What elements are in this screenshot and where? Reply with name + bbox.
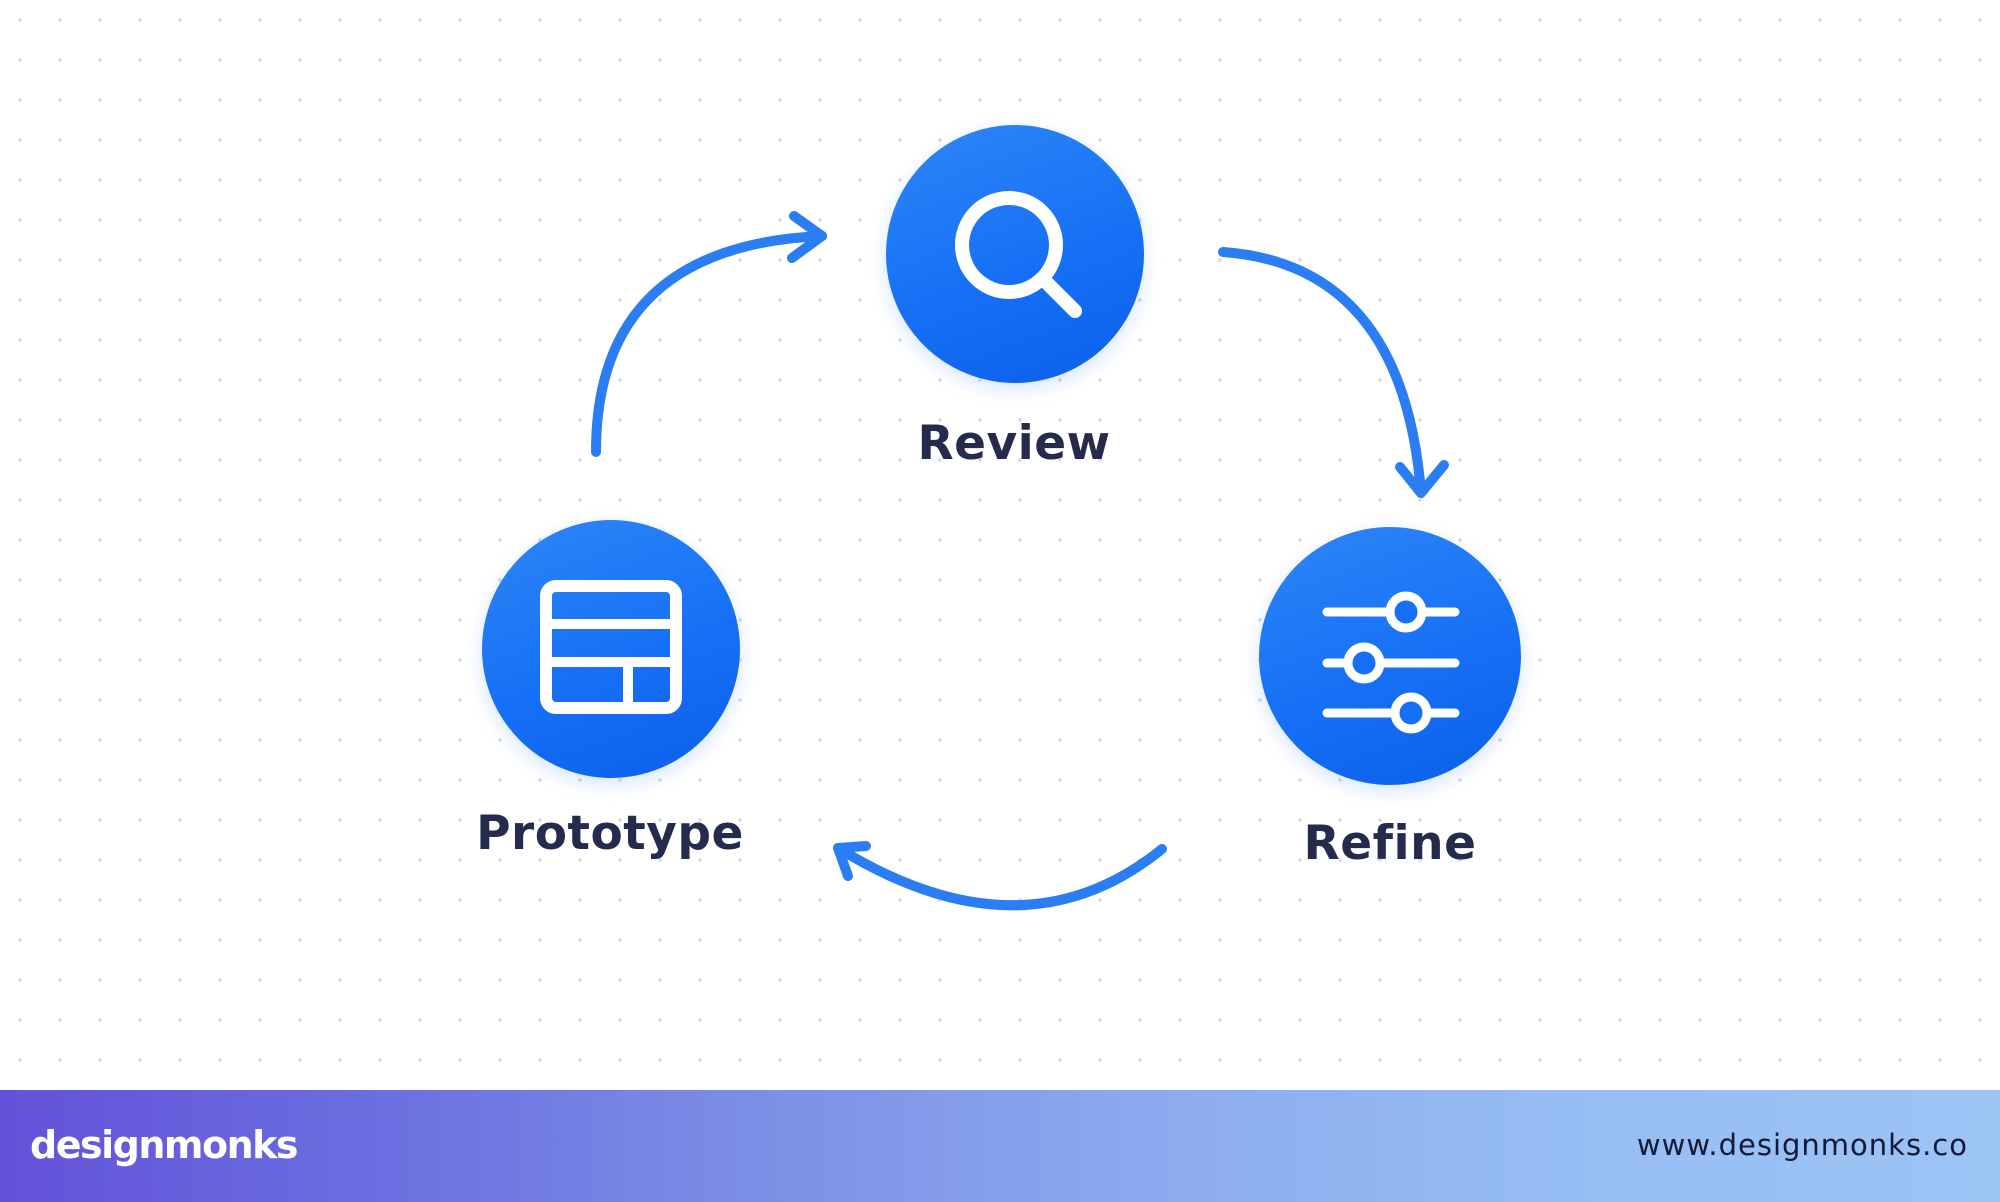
refine-node (1259, 527, 1521, 785)
prototype-node (482, 520, 740, 778)
search-icon (955, 191, 1082, 318)
prototype-label: Prototype (476, 806, 744, 861)
review-label: Review (917, 416, 1111, 471)
refine-label: Refine (1303, 816, 1477, 871)
website-link[interactable]: www.designmonks.co (1636, 1128, 1968, 1162)
sliders-icon (1322, 591, 1460, 734)
arrow-review-to-refine (1218, 247, 1449, 498)
footer-banner: designmonks www.designmonks.co (0, 1090, 2000, 1202)
layout-icon (540, 580, 682, 714)
arrow-prototype-to-review (591, 211, 827, 457)
brand-logo[interactable]: designmonks (30, 1123, 299, 1167)
arrow-refine-to-prototype (833, 841, 1167, 911)
review-node (886, 125, 1144, 383)
diagram-canvas: .arc { fill: none; stroke: #2a7df2; stro… (0, 0, 2000, 1090)
cycle-arrows: .arc { fill: none; stroke: #2a7df2; stro… (591, 211, 1449, 911)
